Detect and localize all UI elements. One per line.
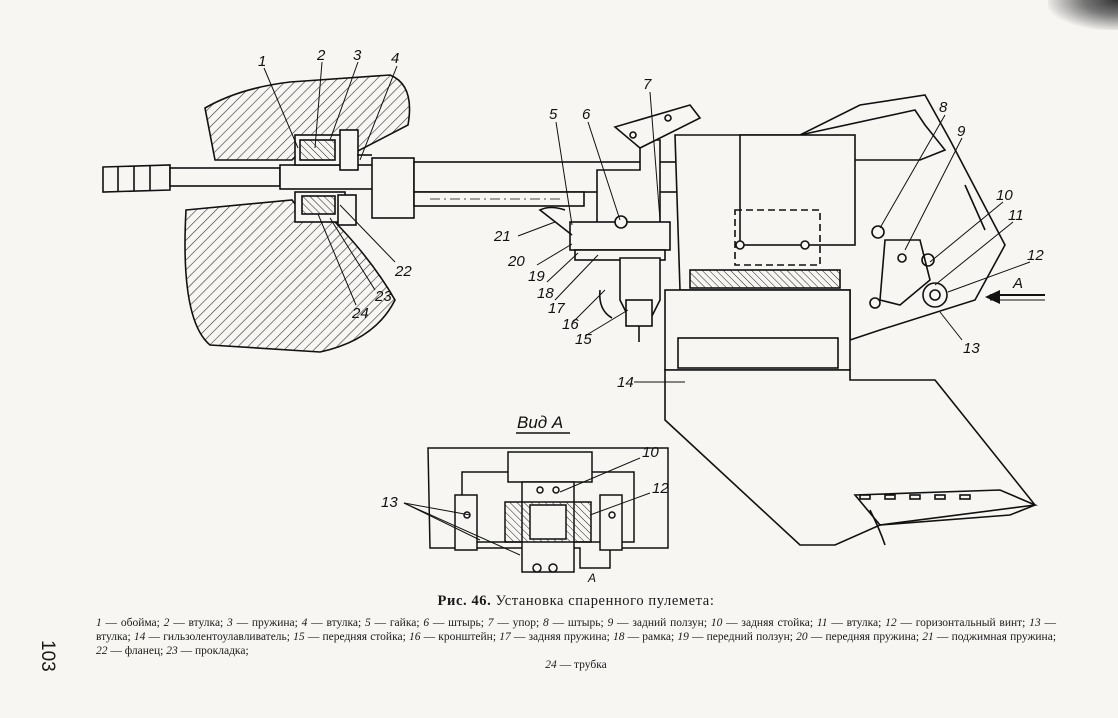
mount-assembly bbox=[538, 104, 702, 342]
callout-11: 11 bbox=[1008, 207, 1024, 224]
view-callout-10: 10 bbox=[642, 444, 659, 461]
legend-number: 6 bbox=[423, 617, 430, 629]
callout-18: 18 bbox=[537, 285, 554, 302]
callout-23: 23 bbox=[374, 288, 392, 305]
view-callout-12: 12 bbox=[652, 480, 669, 497]
view-direction-arrow: А bbox=[985, 275, 1045, 304]
legend-item-10: 10 — задняя стойка; bbox=[710, 617, 817, 629]
legend-item-14: 14 — гильзолентоулавливатель; bbox=[133, 631, 294, 643]
legend-item-22: 22 — фланец; bbox=[96, 645, 167, 657]
machine-gun-barrel bbox=[102, 129, 680, 226]
legend-item-12: 12 — горизонтальный винт; bbox=[885, 617, 1030, 629]
case-catcher bbox=[664, 289, 1039, 546]
callout-4: 4 bbox=[391, 50, 399, 67]
view-a-inset: Вид А 10 bbox=[381, 413, 669, 585]
callout-15: 15 bbox=[575, 331, 592, 348]
legend-number: 4 bbox=[301, 617, 308, 629]
callout-12: 12 bbox=[1027, 247, 1044, 264]
callout-1: 1 bbox=[258, 53, 266, 70]
legend-number: 3 bbox=[227, 617, 233, 629]
callout-19: 19 bbox=[528, 268, 545, 285]
legend-item-23: 23 — прокладка; bbox=[166, 645, 249, 657]
legend-item-11: 11 — втулка; bbox=[816, 617, 886, 629]
technical-drawing: А bbox=[102, 47, 1045, 585]
figure-caption: Рис. 46. Установка спаренного пулемета: … bbox=[96, 593, 1056, 672]
legend-number: 19 bbox=[677, 631, 689, 643]
callout-13: 13 bbox=[963, 340, 980, 357]
legend-item-15: 15 — передняя стойка; bbox=[293, 631, 409, 643]
legend-item-5: 5 — гайка; bbox=[364, 617, 424, 629]
legend-number: 22 bbox=[96, 645, 108, 657]
figure-legend: 1 — обойма; 2 — втулка; 3 — пружина; 4 —… bbox=[96, 616, 1056, 672]
callout-2: 2 bbox=[316, 47, 326, 64]
legend-item-24: 24 — трубка bbox=[545, 659, 607, 671]
legend-item-6: 6 — штырь; bbox=[423, 617, 488, 629]
scan-corner-shadow bbox=[1048, 0, 1118, 30]
legend-item-13: 13 — втулка; bbox=[96, 617, 1056, 643]
receiver-housing bbox=[674, 94, 1006, 342]
callout-17: 17 bbox=[548, 300, 565, 317]
legend-number: 14 bbox=[133, 631, 146, 643]
legend-item-9: 9 — задний ползун; bbox=[607, 617, 711, 629]
legend-item-7: 7 — упор; bbox=[487, 617, 544, 629]
legend-number: 24 bbox=[545, 659, 557, 671]
callout-3: 3 bbox=[353, 47, 362, 64]
legend-number: 15 bbox=[293, 631, 305, 643]
legend-item-1: 1 — обойма; bbox=[96, 617, 164, 629]
legend-number: 17 bbox=[499, 631, 511, 643]
legend-item-2: 2 — втулка; bbox=[163, 617, 228, 629]
callout-21: 21 bbox=[493, 228, 511, 245]
arrow-label: А bbox=[1012, 275, 1023, 292]
legend-number: 21 bbox=[922, 631, 934, 643]
legend-number: 16 bbox=[408, 631, 421, 643]
figure-number: Рис. 46. bbox=[437, 593, 492, 609]
callout-24: 24 bbox=[351, 305, 369, 322]
legend-item-3: 3 — пружина; bbox=[227, 617, 302, 629]
legend-item-17: 17 — задняя пружина; bbox=[499, 631, 613, 643]
callout-9: 9 bbox=[957, 123, 966, 140]
legend-number: 11 bbox=[816, 617, 828, 629]
callout-22: 22 bbox=[394, 263, 412, 280]
callout-5: 5 bbox=[549, 106, 558, 123]
legend-number: 1 bbox=[96, 617, 102, 629]
legend-number: 5 bbox=[364, 617, 371, 629]
callout-8: 8 bbox=[939, 99, 948, 116]
armor-lower-section bbox=[184, 199, 396, 353]
legend-number: 20 bbox=[796, 631, 808, 643]
legend-number: 2 bbox=[163, 617, 170, 629]
legend-number: 9 bbox=[607, 617, 614, 629]
figure-title: Установка спаренного пулемета: bbox=[495, 593, 715, 609]
legend-number: 12 bbox=[885, 617, 897, 629]
callout-20: 20 bbox=[507, 253, 525, 270]
legend-item-20: 20 — передняя пружина; bbox=[796, 631, 923, 643]
callout-10: 10 bbox=[996, 187, 1013, 204]
legend-number: 7 bbox=[487, 617, 494, 629]
view-a-title: Вид А bbox=[517, 413, 563, 432]
caption-title: Рис. 46. Установка спаренного пулемета: bbox=[96, 593, 1056, 610]
legend-number: 18 bbox=[612, 631, 625, 643]
page-number-text: 103 bbox=[37, 640, 58, 672]
callout-14: 14 bbox=[617, 374, 634, 391]
page-number: 103 bbox=[37, 640, 78, 680]
callout-16: 16 bbox=[562, 316, 579, 333]
legend-item-16: 16 — кронштейн; bbox=[408, 631, 500, 643]
legend-item-8: 8 — штырь; bbox=[543, 617, 608, 629]
legend-item-18: 18 — рамка; bbox=[612, 631, 678, 643]
legend-number: 23 bbox=[166, 645, 178, 657]
view-callout-13: 13 bbox=[381, 494, 398, 511]
legend-item-19: 19 — передний ползун; bbox=[677, 631, 797, 643]
legend-item-21: 21 — поджимная пружина; bbox=[922, 631, 1057, 643]
callout-7: 7 bbox=[643, 76, 652, 93]
view-arrow-label: А bbox=[587, 571, 596, 585]
leader-lines bbox=[263, 61, 1031, 383]
legend-item-4: 4 — втулка; bbox=[301, 617, 365, 629]
legend-number: 10 bbox=[710, 617, 723, 629]
callout-labels: 1 2 3 4 5 6 7 8 9 10 11 12 13 14 15 16 1… bbox=[258, 47, 1044, 391]
callout-6: 6 bbox=[582, 106, 591, 123]
legend-number: 8 bbox=[543, 617, 549, 629]
legend-number: 13 bbox=[1029, 617, 1041, 629]
